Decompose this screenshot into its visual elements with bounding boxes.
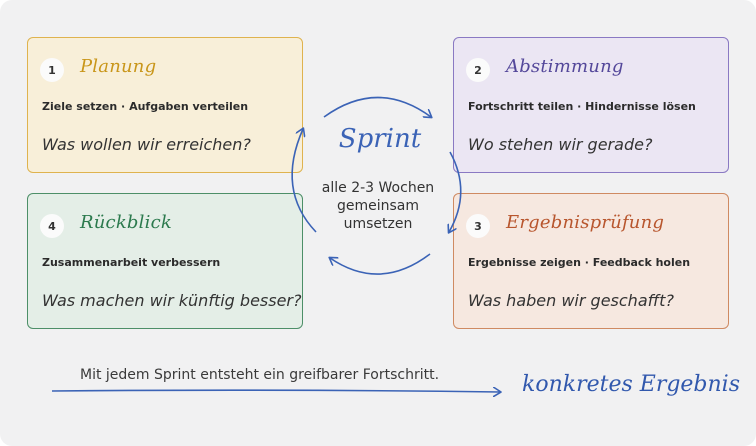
sprint-line-2: gemeinsam [336,198,420,214]
result-label: konkretes Ergebnis [522,372,741,397]
phase-subtitle: Fortschritt teilen · Hindernisse lösen [468,100,696,113]
sprint-title: Sprint [338,124,422,154]
phase-title: Rückblick [80,212,172,233]
phase-number: 2 [466,58,490,82]
phase-card-abstimmung: 2 Abstimmung Fortschritt teilen · Hinder… [453,37,729,173]
cycle-arrow-left [291,129,317,233]
phase-number: 3 [466,214,490,238]
phase-subtitle: Ziele setzen · Aufgaben verteilen [42,100,249,113]
cycle-arrow-right [449,151,462,232]
phase-card-planung: 1 Planung Ziele setzen · Aufgaben vertei… [27,37,303,173]
phase-title: Abstimmung [506,56,624,77]
phase-card-rueckblick: 4 Rückblick Zusammenarbeit verbessern Wa… [27,193,303,329]
sprint-line-1: alle 2-3 Wochen [321,180,435,196]
phase-subtitle: Ergebnisse zeigen · Feedback holen [468,256,691,269]
phase-question: Was haben wir geschafft? [468,291,674,310]
phase-card-ergebnispruefung: 3 Ergebnisprüfung Ergebnisse zeigen · Fe… [453,193,729,329]
phase-subtitle: Zusammenarbeit verbessern [42,256,221,269]
phase-number: 1 [40,58,64,82]
phase-question: Wo stehen wir gerade? [468,135,653,154]
phase-title: Ergebnisprüfung [506,212,665,233]
sprint-line-3: umsetzen [343,216,413,232]
phase-number: 4 [40,214,64,238]
phase-title: Planung [80,56,157,77]
cycle-arrow-top [323,96,431,118]
sprint-description: alle 2-3 Wochen gemeinsam umsetzen [310,179,446,233]
footer-text: Mit jedem Sprint entsteht ein greifbarer… [80,367,440,383]
result-arrow [51,390,500,392]
phase-question: Was machen wir künftig besser? [42,291,302,310]
cycle-arrow-bottom [330,253,431,275]
phase-question: Was wollen wir erreichen? [42,135,251,154]
